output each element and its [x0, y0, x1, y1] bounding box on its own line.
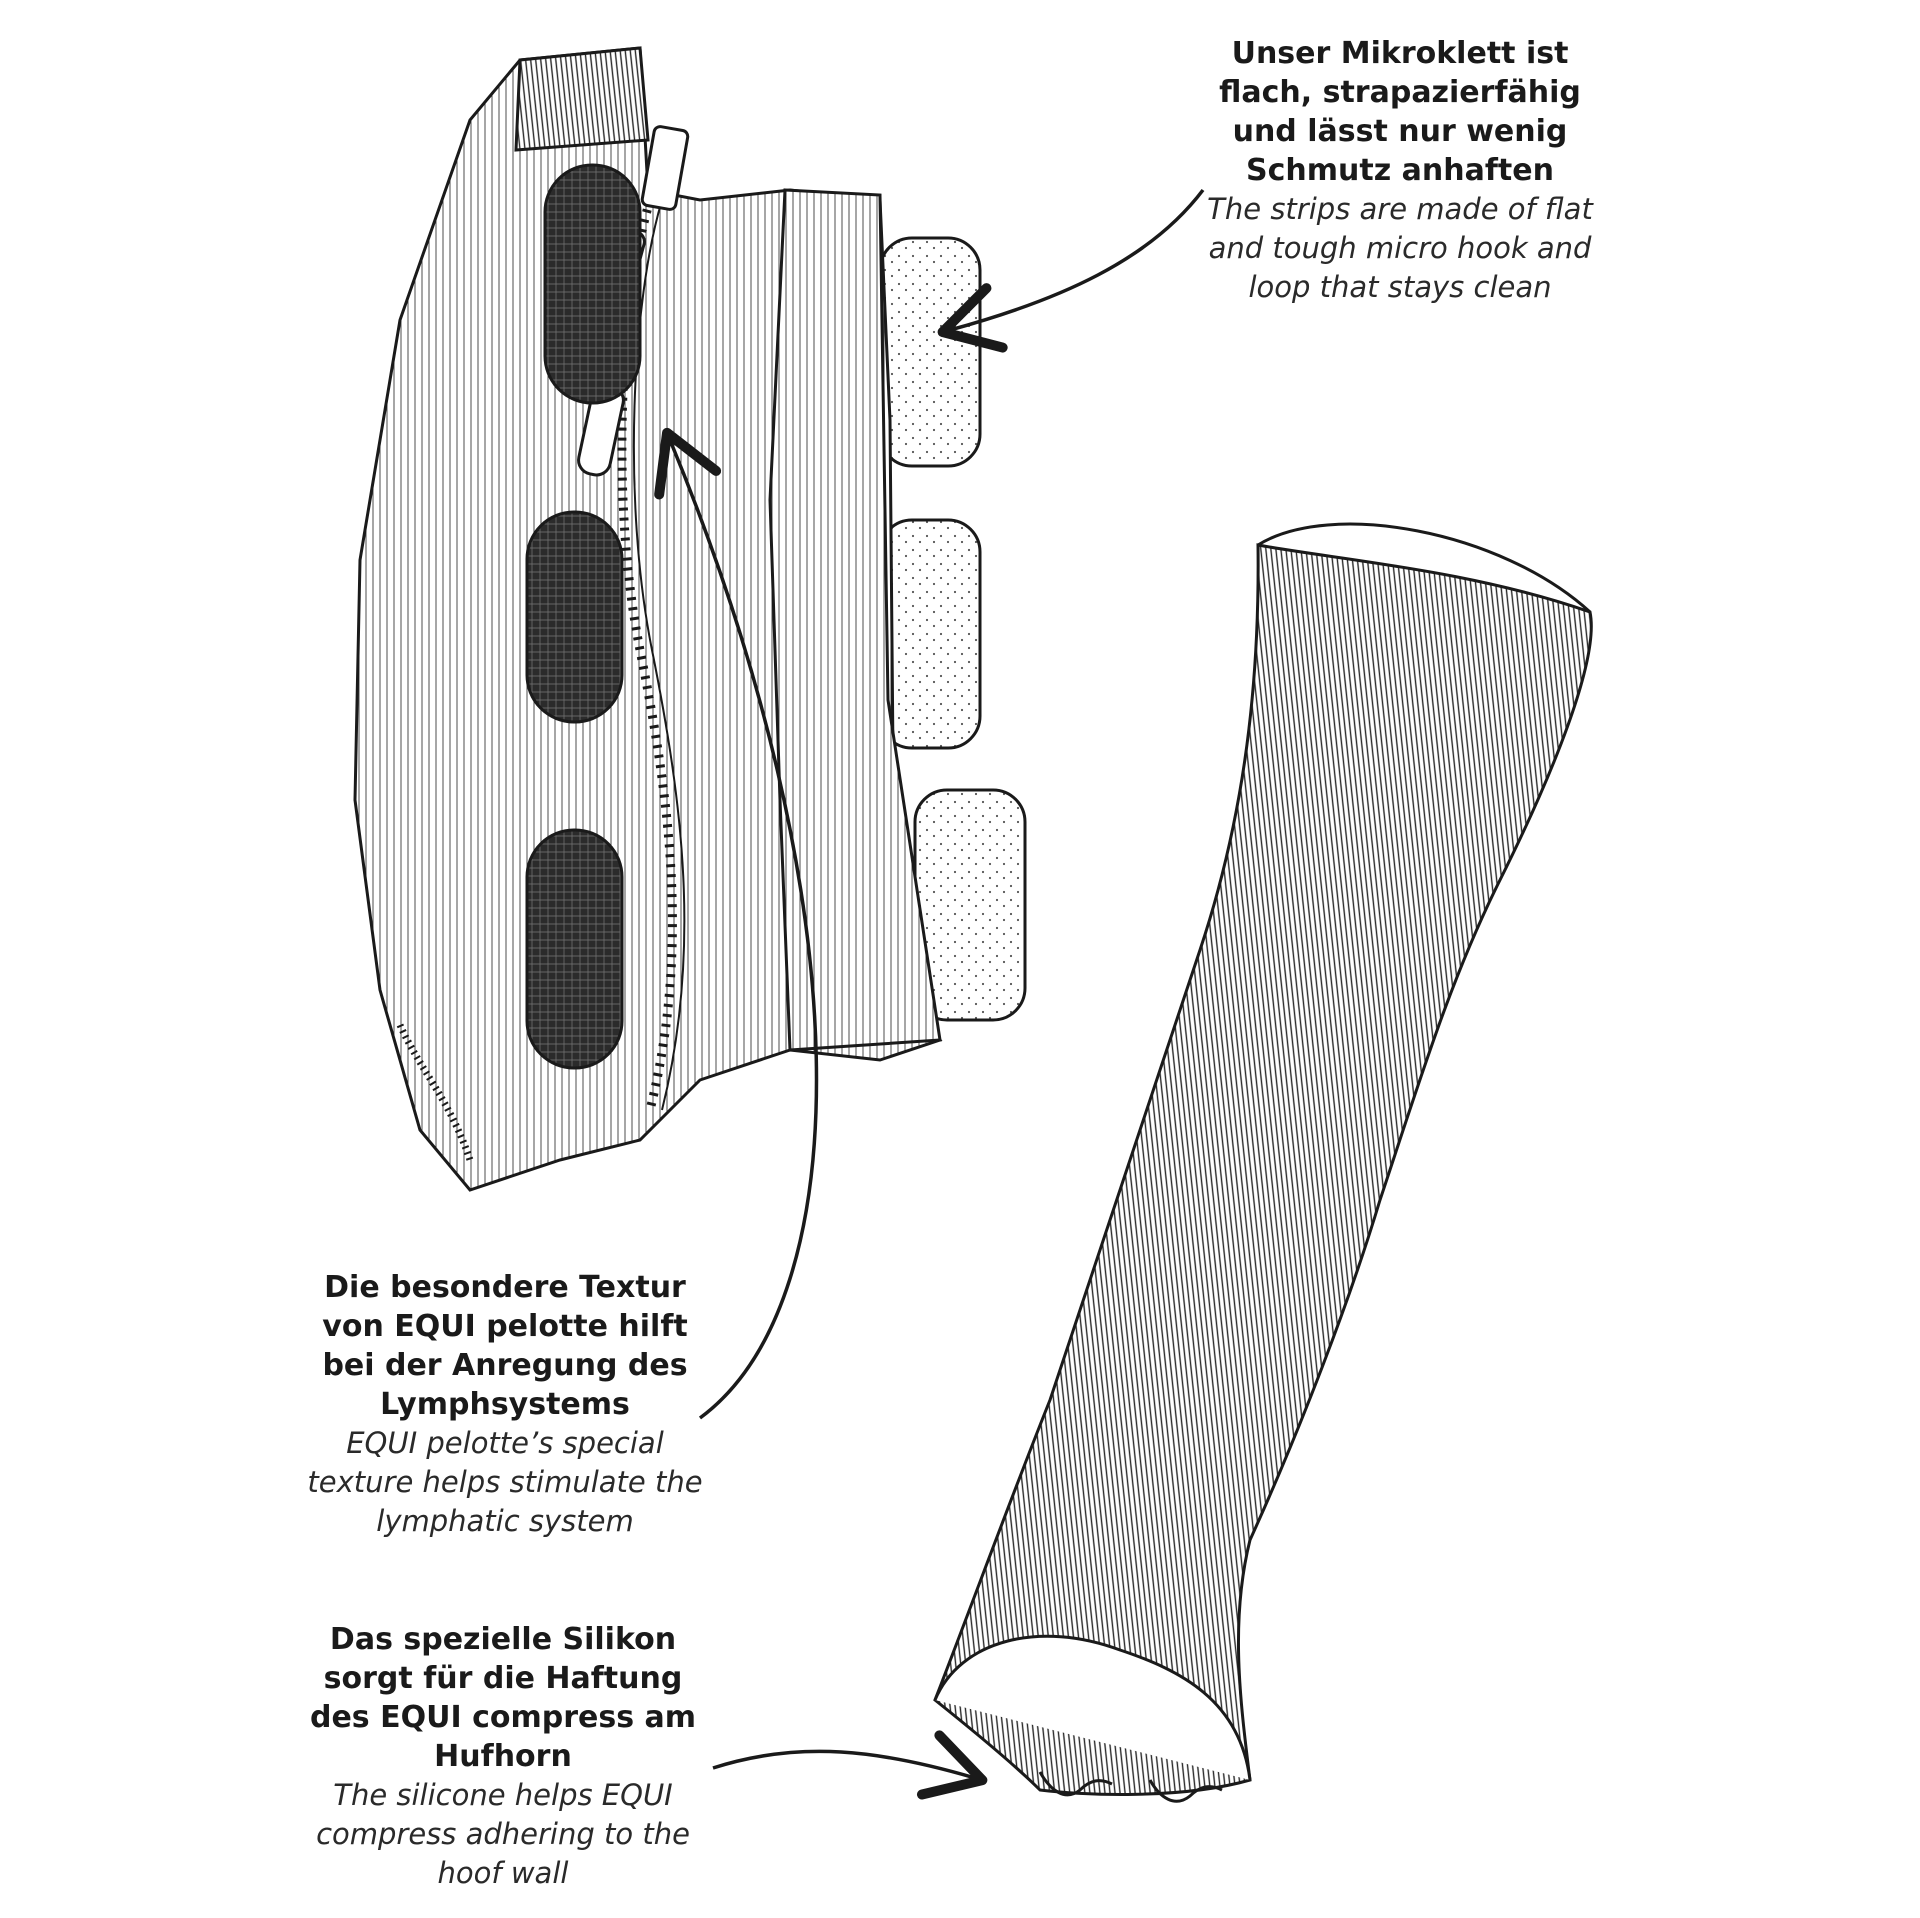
sleeve-bottom-opening	[933, 1634, 1252, 1781]
annotation-texture-german: Die besondere Textur von EQUI pelotte hi…	[322, 1270, 688, 1422]
annotation-velcro: Unser Mikroklett ist flach, strapazierfä…	[1170, 34, 1630, 307]
annotation-texture-english: EQUI pelotte’s special texture helps sti…	[307, 1426, 703, 1538]
annotation-velcro-german: Unser Mikroklett ist flach, strapazierfä…	[1219, 36, 1581, 188]
pelotte-pad-top	[543, 163, 642, 405]
annotation-silicone-english: The silicone helps EQUI compress adherin…	[316, 1778, 690, 1890]
silicone-mark-right	[1148, 1779, 1223, 1803]
sleeve-body	[933, 543, 1593, 1796]
annotation-silicone-german: Das spezielle Silikon sorgt für die Haft…	[309, 1622, 696, 1774]
pelotte-pad-bottom	[525, 828, 624, 1070]
inner-panel	[768, 188, 942, 1052]
silicone-mark-left	[1038, 1771, 1113, 1797]
boot-cuff	[514, 46, 650, 152]
sleeve-top-opening	[1257, 522, 1592, 614]
arrow-velcro	[937, 188, 1205, 353]
pelotte-pad-middle	[525, 510, 624, 724]
annotation-silicone: Das spezielle Silikon sorgt für die Haft…	[298, 1620, 708, 1893]
velcro-tab-top	[878, 236, 982, 468]
annotation-texture: Die besondere Textur von EQUI pelotte hi…	[285, 1268, 725, 1541]
arrow-texture	[654, 427, 819, 1420]
arrow-silicone	[712, 1730, 988, 1800]
compress-sleeve	[933, 522, 1593, 1803]
pelotte-boot	[353, 46, 1027, 1192]
velcro-tab-middle	[878, 518, 982, 750]
annotation-velcro-english: The strips are made of flat and tough mi…	[1207, 192, 1593, 304]
